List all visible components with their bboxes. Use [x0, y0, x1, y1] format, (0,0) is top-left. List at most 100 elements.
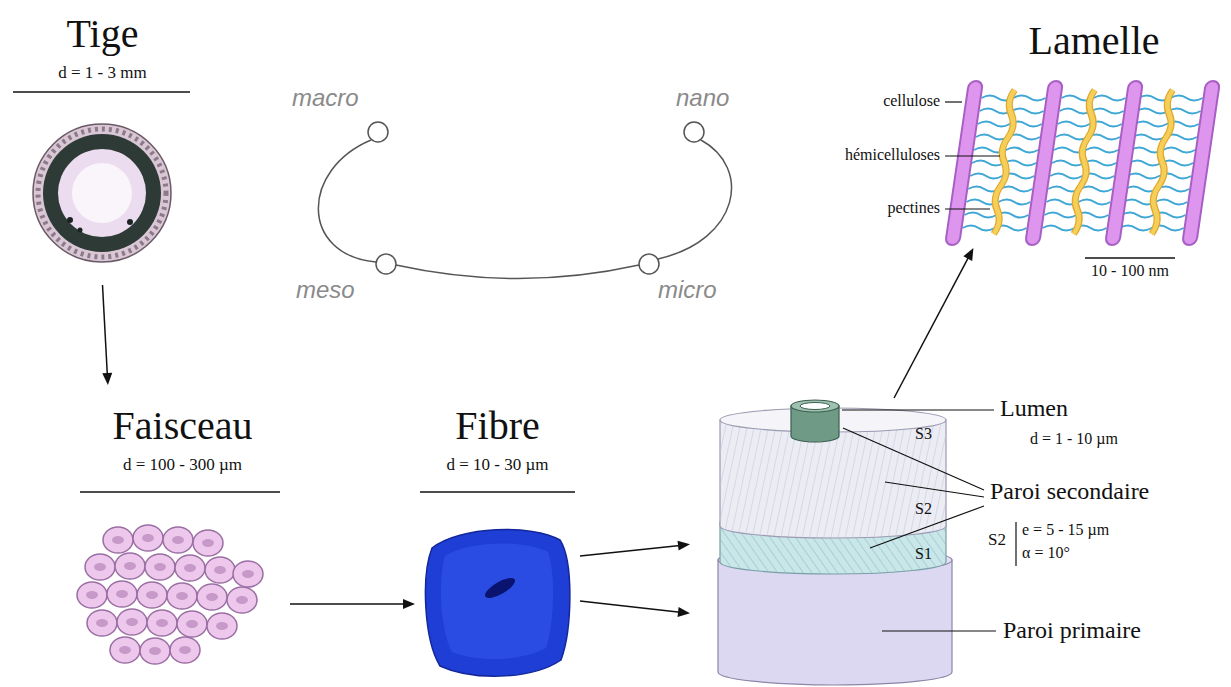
hemicellulose-chain [1148, 90, 1176, 234]
cellulose-microfibril [1033, 88, 1055, 238]
part-label: Paroi secondaire [990, 478, 1149, 506]
bracket-bar [1015, 522, 1016, 566]
fibre-cell [117, 609, 147, 635]
scale-ring [396, 265, 639, 279]
scale-label: meso [296, 276, 355, 304]
scale-dot [684, 122, 704, 142]
fibre-cell [193, 530, 223, 556]
dimension: e = 5 - 15 µm [1022, 521, 1109, 539]
lamella-drawing [953, 88, 1212, 238]
leader-line [945, 101, 962, 102]
fibre-cell [77, 582, 107, 608]
layer-name: S2 [915, 500, 932, 518]
fibre-cell [115, 553, 145, 579]
wall-model: S3S2S1 [690, 398, 955, 685]
fibre-cell [103, 527, 133, 553]
fibre-cell [85, 554, 115, 580]
flow-arrow [102, 285, 112, 385]
fibre-cell [177, 611, 207, 637]
dimension: d = 100 - 300 µm [123, 455, 242, 475]
scale-dot [376, 254, 396, 274]
part-label: Paroi primaire [1003, 617, 1141, 645]
level-panel: Lamelle [960, 8, 1228, 248]
flow-arrow [580, 541, 690, 556]
arrow-line [580, 601, 680, 612]
arrow-line [103, 285, 108, 375]
stem-section [33, 124, 171, 262]
s3-top [791, 400, 839, 412]
fibre-cell [170, 637, 200, 663]
scale-bar [1085, 257, 1175, 259]
fibre-cell [205, 557, 235, 583]
hemicellulose-chain [1070, 90, 1098, 234]
layer-name: S1 [915, 545, 932, 563]
scale-ring [318, 140, 376, 262]
primary-wall [718, 560, 952, 685]
arrow-line [580, 545, 680, 556]
fibre-lumen [482, 574, 517, 601]
cellulose-microfibril [1190, 88, 1212, 238]
hemicellulose-chain [990, 90, 1018, 234]
arrow-head [678, 607, 690, 617]
level-panel: Tiged = 1 - 3 mm [10, 5, 195, 285]
fibre-cell [167, 583, 197, 609]
title-rule [13, 91, 190, 93]
arrow-head [403, 599, 415, 609]
dimension: d = 10 - 30 µm [446, 455, 548, 475]
scale-label: macro [292, 84, 359, 112]
fibre-cell [110, 637, 140, 663]
arrow-head [963, 248, 973, 261]
lumen-hole [800, 403, 830, 410]
leader-line [882, 630, 996, 631]
part-label: cellulose [883, 92, 940, 110]
leader-line [945, 208, 990, 209]
arrow-line [290, 603, 405, 605]
arrow-head [678, 541, 690, 551]
flow-arrow [580, 601, 690, 617]
layer-name: S3 [915, 425, 932, 443]
layer-name: S2 [988, 530, 1006, 550]
fibre-cell [137, 582, 167, 608]
leader-line [885, 482, 984, 497]
level-panel: Fibre d = 10 - 30 µm [415, 385, 580, 685]
level-title: Tige [67, 11, 139, 57]
cellulose-microfibril [1113, 88, 1135, 238]
fibre-cell [233, 561, 263, 587]
stem-vessel [67, 217, 73, 223]
level-title: Fibre [455, 403, 539, 449]
fibre-cell [140, 638, 170, 664]
leader-line [945, 155, 1000, 156]
stem-vessel [78, 228, 83, 233]
scale-label: nano [676, 84, 729, 112]
title-rule [80, 491, 280, 493]
fibre-cell [227, 587, 257, 613]
level-panel: Faisceau d = 100 - 300 µm [75, 385, 290, 685]
cellulose-microfibril [1190, 88, 1212, 238]
fibre-cell [87, 610, 117, 636]
part-label: hémicelluloses [845, 146, 940, 164]
flow-arrow [894, 248, 973, 398]
fibre-cell [197, 584, 227, 610]
fibre-cell [147, 610, 177, 636]
fibre-cell [145, 554, 175, 580]
stem-vessel [127, 219, 133, 225]
part-label: Lumen [1000, 395, 1068, 423]
cellulose-microfibril [953, 88, 975, 238]
fibre-cell [175, 555, 205, 581]
hemicellulose-chain [1148, 90, 1176, 234]
stem-pith [72, 163, 132, 223]
title-rule [420, 491, 575, 493]
fibre-cell [207, 613, 237, 639]
arrow-head [102, 373, 112, 385]
stem-fibre-ring [43, 134, 161, 252]
fibre-cell [133, 525, 163, 551]
fibre-cell [163, 527, 193, 553]
fibre-cell [107, 581, 137, 607]
level-title: Lamelle [1028, 18, 1159, 64]
level-title: Faisceau [113, 403, 253, 449]
